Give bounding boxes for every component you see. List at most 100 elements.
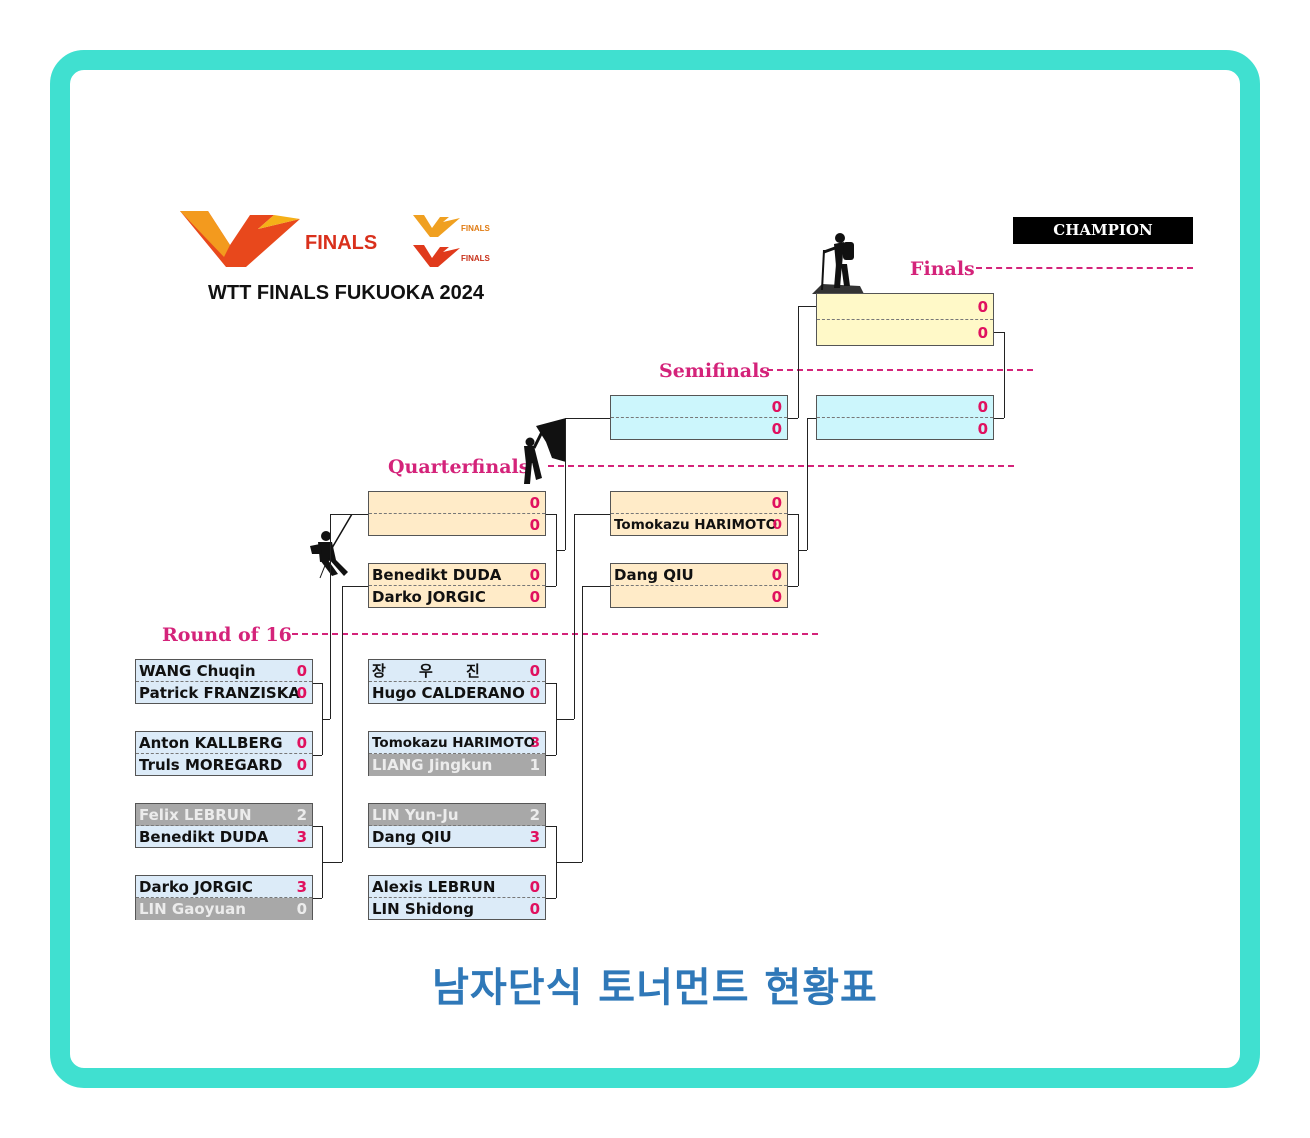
climber-rock-icon — [524, 418, 566, 484]
event-subtitle: WTT FINALS FUKUOKA 2024 — [208, 282, 484, 304]
sf-match-1: 0 0 — [610, 395, 788, 440]
player-name: Felix LEBRUN — [139, 806, 252, 824]
qf-match-1: 0 0 — [368, 491, 546, 536]
player-row: 0 — [611, 492, 787, 514]
player-row: Dang QIU 3 — [369, 826, 545, 848]
player-score: 0 — [977, 298, 988, 316]
player-row: Truls MOREGARD 0 — [136, 754, 312, 776]
player-score: 3 — [529, 828, 540, 846]
player-score: 0 — [977, 398, 988, 416]
player-name: WANG Chuqin — [139, 662, 256, 680]
player-row: Benedikt DUDA 3 — [136, 826, 312, 848]
player-name: Darko JORGIC — [139, 878, 253, 896]
player-score: 0 — [529, 662, 540, 680]
player-name: Truls MOREGARD — [139, 756, 283, 774]
semifinals-divider — [767, 369, 1033, 371]
quarterfinals-divider — [548, 465, 1014, 467]
player-row: 0 — [817, 418, 993, 440]
player-score: 0 — [772, 517, 782, 533]
r16-match-2: Anton KALLBERG 0 Truls MOREGARD 0 — [135, 731, 313, 776]
page-title: 남자단식 토너먼트 현황표 — [432, 965, 878, 1011]
player-score: 0 — [771, 566, 782, 584]
player-row: 0 — [611, 396, 787, 418]
logo-women-finals-text: FINALS — [461, 224, 490, 233]
climber-summit-icon — [812, 233, 864, 294]
player-score: 0 — [296, 684, 307, 702]
player-row-eliminated: Felix LEBRUN 2 — [136, 804, 312, 826]
player-row: LIN Shidong 0 — [369, 898, 545, 920]
player-row: 0 — [817, 396, 993, 418]
player-score: 2 — [296, 806, 307, 824]
player-row: Dang QIU 0 — [611, 564, 787, 586]
round-of-16-label: Round of 16 — [162, 624, 292, 646]
player-score: 0 — [529, 516, 540, 534]
wtt-logo-icon — [180, 211, 300, 267]
player-row-eliminated: LIN Gaoyuan 0 — [136, 898, 312, 920]
player-name: Dang QIU — [372, 828, 452, 846]
player-score: 0 — [296, 900, 307, 918]
sf-match-2: 0 0 — [816, 395, 994, 440]
player-name: LIANG Jingkun — [372, 756, 493, 774]
player-row: Benedikt DUDA 0 — [369, 564, 545, 586]
player-name: LIN Yun-Ju — [372, 806, 459, 824]
r16-match-3: Felix LEBRUN 2 Benedikt DUDA 3 — [135, 803, 313, 848]
player-score: 0 — [977, 324, 988, 342]
player-row: 0 — [817, 294, 993, 320]
player-name: Benedikt DUDA — [139, 828, 269, 846]
player-row: 0 — [817, 320, 993, 346]
logo-men-finals-text: FINALS — [461, 254, 490, 263]
player-score: 0 — [296, 756, 307, 774]
player-score: 0 — [529, 900, 540, 918]
player-name: Patrick FRANZISKA — [139, 684, 300, 702]
player-name: LIN Shidong — [372, 900, 474, 918]
player-score: 0 — [529, 494, 540, 512]
player-name: Tomokazu HARIMOTO — [614, 517, 778, 533]
player-name: Anton KALLBERG — [139, 734, 283, 752]
player-name: 장 우 진 — [372, 662, 494, 680]
player-name: Alexis LEBRUN — [372, 878, 496, 896]
player-score: 0 — [771, 398, 782, 416]
player-name: Dang QIU — [614, 566, 694, 584]
player-name: Tomokazu HARIMOTO — [372, 735, 536, 751]
player-score: 3 — [530, 735, 540, 751]
player-score: 0 — [529, 566, 540, 584]
climber-rappel-icon — [310, 514, 353, 579]
player-name: Benedikt DUDA — [372, 566, 502, 584]
player-score: 0 — [771, 420, 782, 438]
player-row: 0 — [611, 586, 787, 608]
player-row: 장 우 진 0 — [369, 660, 545, 682]
player-score: 3 — [296, 828, 307, 846]
wtt-women-logo-icon — [413, 215, 460, 237]
player-name: Hugo CALDERANO — [372, 684, 525, 702]
player-row: WANG Chuqin 0 — [136, 660, 312, 682]
player-row: 0 — [369, 492, 545, 514]
player-score: 0 — [296, 734, 307, 752]
player-score: 0 — [771, 588, 782, 606]
champion-header: CHAMPION — [1013, 217, 1193, 244]
round-of-16-divider — [292, 633, 818, 635]
final-match: 0 0 — [816, 293, 994, 346]
player-name: LIN Gaoyuan — [139, 900, 246, 918]
player-row: Anton KALLBERG 0 — [136, 732, 312, 754]
player-row: 0 — [611, 418, 787, 440]
player-name: Darko JORGIC — [372, 588, 486, 606]
player-score: 0 — [296, 662, 307, 680]
player-score: 1 — [529, 756, 540, 774]
qf-match-4: Dang QIU 0 0 — [610, 563, 788, 608]
finals-divider — [976, 267, 1193, 269]
logo-finals-text: FINALS — [305, 232, 378, 254]
